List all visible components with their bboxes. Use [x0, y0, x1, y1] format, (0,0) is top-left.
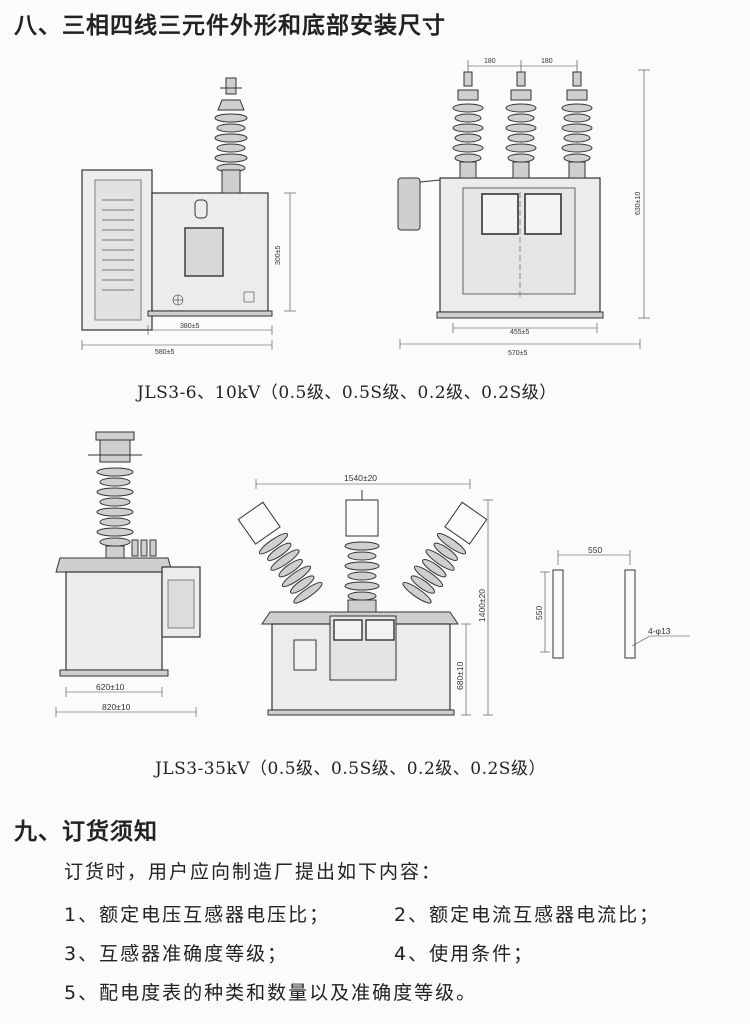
dim-height-total: 630±10	[635, 192, 642, 215]
dim-base-inner: 380±5	[180, 323, 200, 330]
order-item-3: 3、互感器准确度等级；	[64, 943, 289, 965]
dim-width-outer: 570±5	[508, 350, 528, 357]
order-intro: 订货时，用户应向制造厂提出如下内容：	[64, 861, 443, 883]
dim-680: 680±10	[455, 661, 465, 690]
dim-holes: 4-φ13	[648, 626, 671, 636]
order-item-2: 2、额定电流互感器电流比；	[394, 904, 661, 926]
dim-mount-width: 550	[588, 545, 602, 555]
order-item-4: 4、使用条件；	[394, 943, 535, 965]
dim-base-outer: 580±5	[155, 349, 175, 356]
dim-pitch-a: 180	[484, 58, 496, 65]
dim-mount-height: 550	[534, 606, 544, 620]
dim-height-left: 300±5	[275, 245, 282, 265]
order-item-1: 1、额定电压互感器电压比；	[64, 904, 331, 926]
section-9-title: 九、订货须知	[14, 819, 158, 845]
figure1-bushings	[452, 71, 593, 179]
dim-820: 820±10	[102, 702, 131, 712]
section-8-title: 八、三相四线三元件外形和底部安装尺寸	[14, 13, 446, 39]
dim-620: 620±10	[96, 682, 125, 692]
figure2-caption: JLS3-35kV（0.5级、0.5S级、0.2级、0.2S级）	[155, 759, 546, 779]
dim-1400: 1400±20	[477, 589, 487, 622]
dim-width-inner: 455±5	[510, 329, 530, 336]
dim-pitch-b: 180	[541, 58, 553, 65]
order-item-5: 5、配电度表的种类和数量以及准确度等级。	[64, 982, 478, 1004]
dim-1540: 1540±20	[344, 473, 377, 483]
figure1-caption: JLS3-6、10kV（0.5级、0.5S级、0.2级、0.2S级）	[137, 383, 557, 403]
